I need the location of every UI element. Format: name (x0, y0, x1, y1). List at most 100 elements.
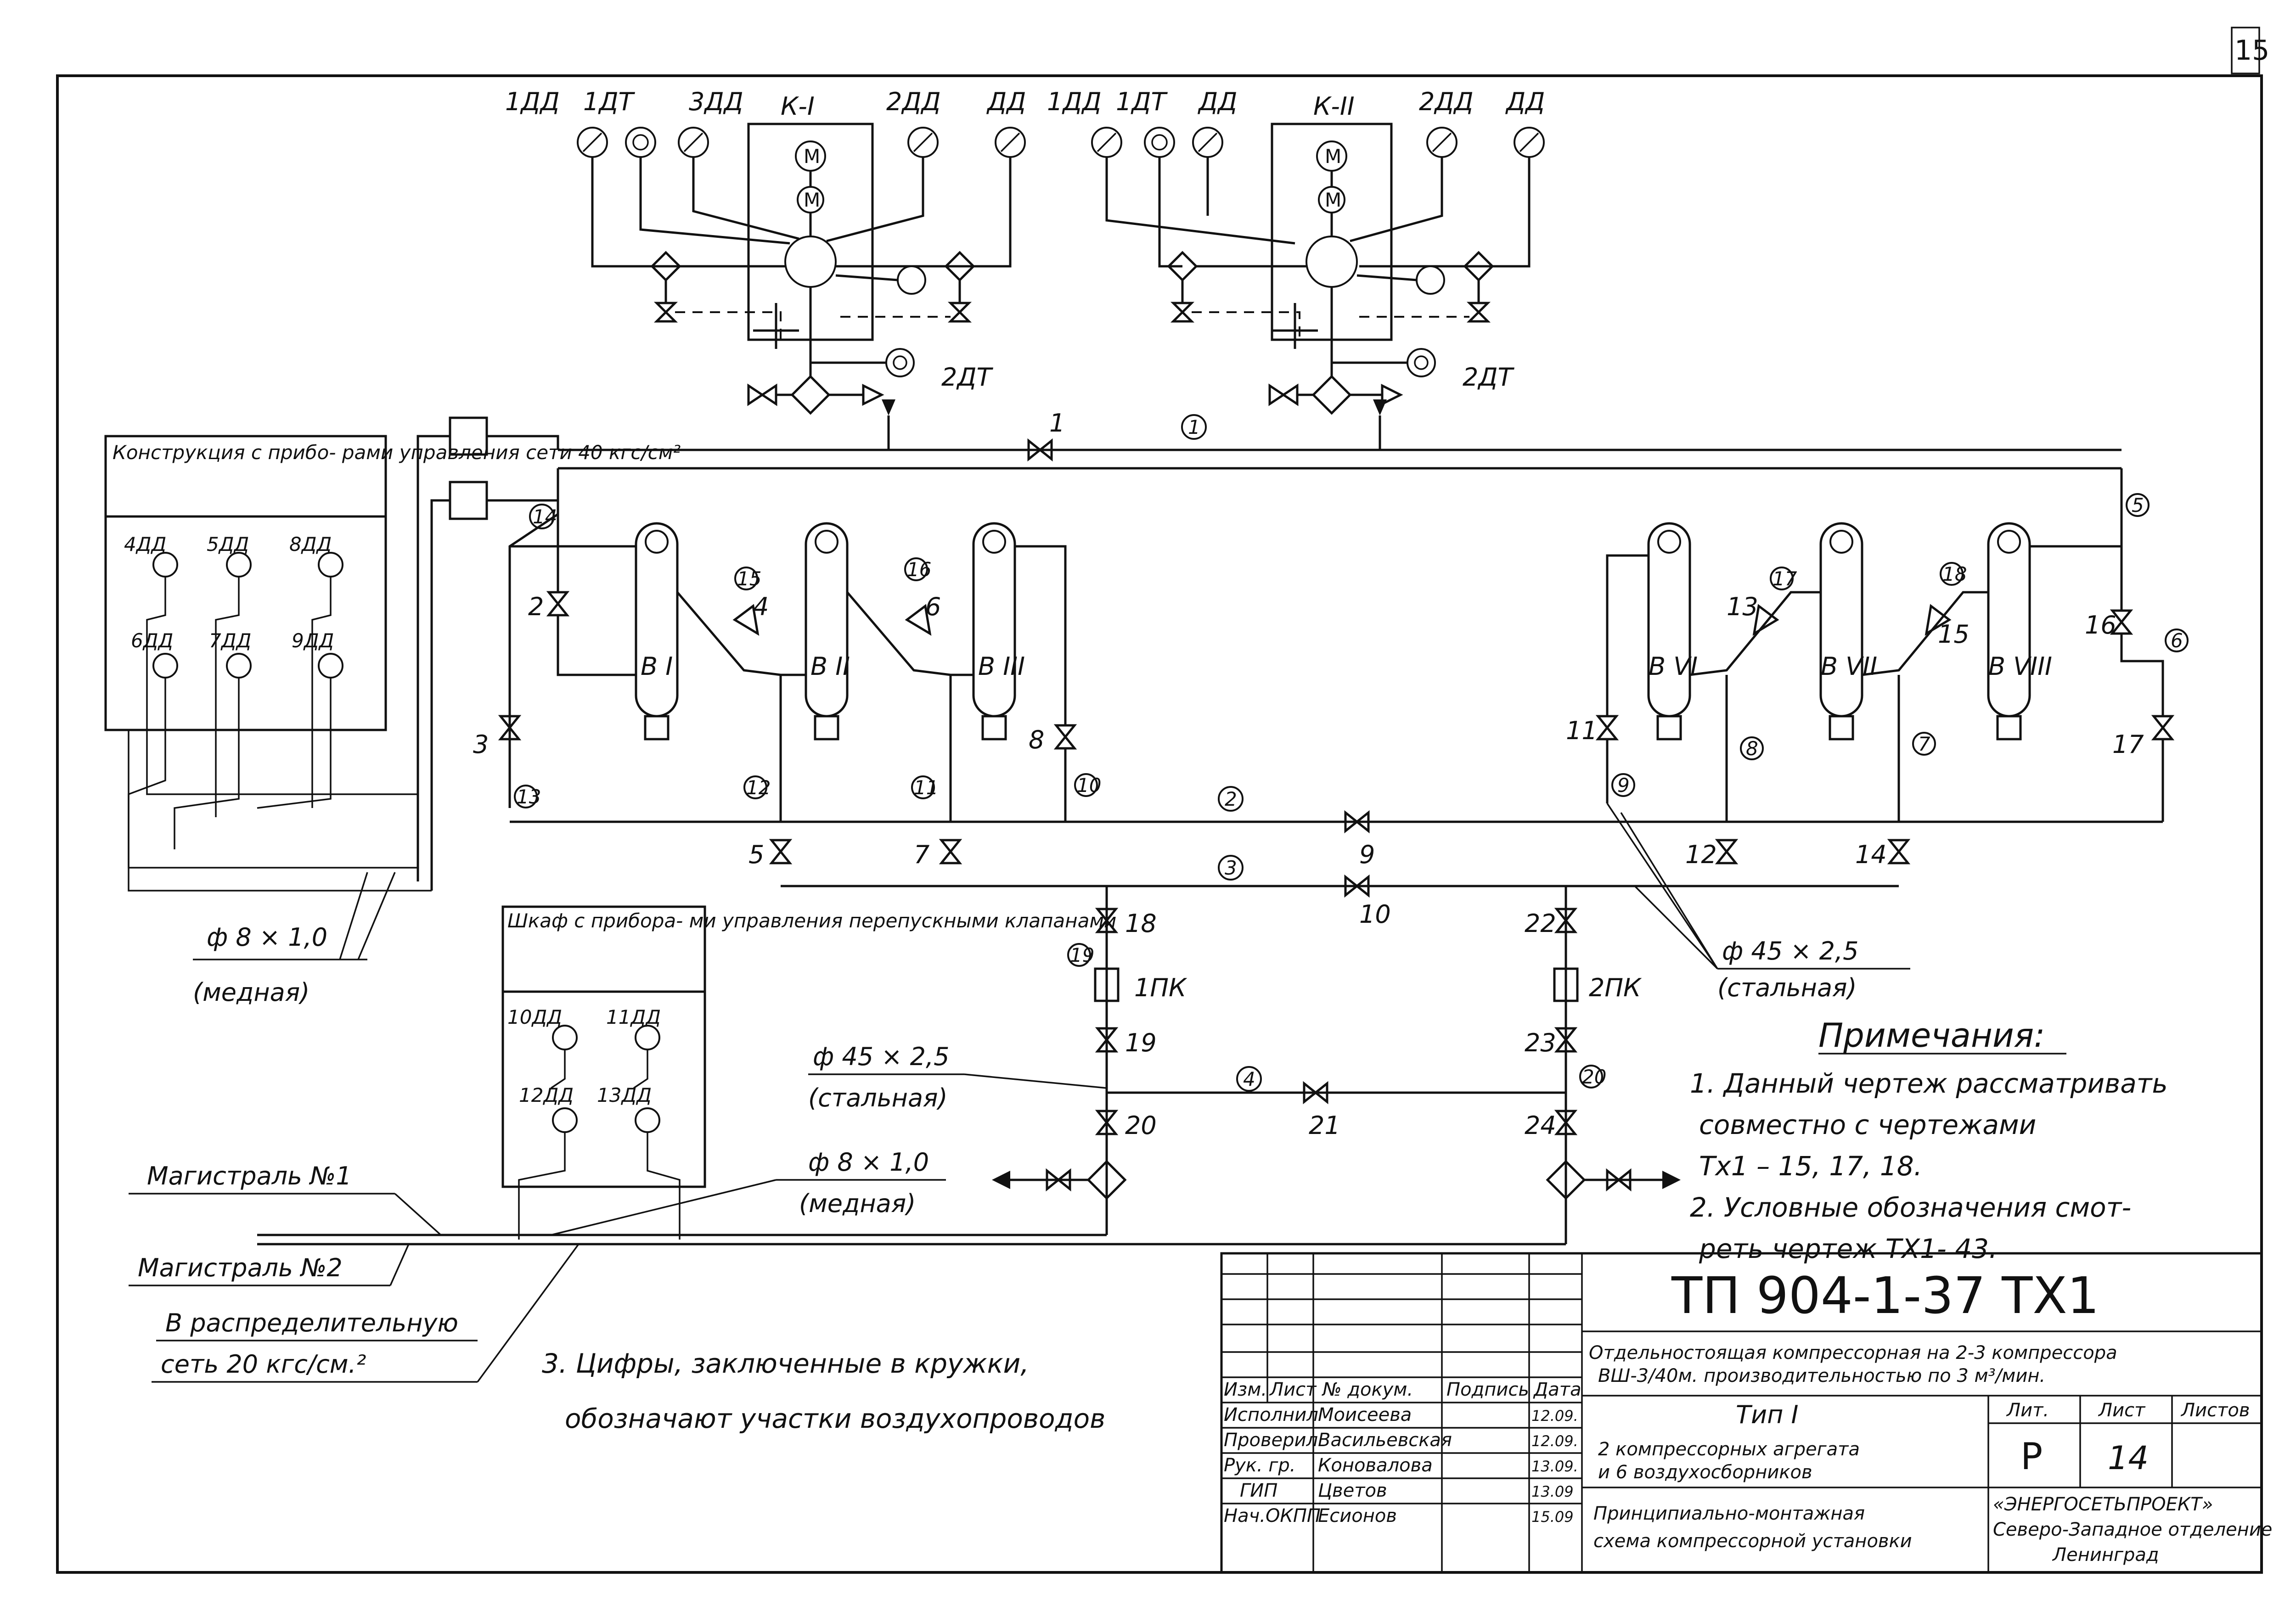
valve-5-label: 5 (748, 840, 764, 869)
section-18-mark (1940, 562, 1964, 586)
k2-gauge-label-1: 1ДД (1047, 87, 1102, 116)
note-1-line-1: 1. Данный чертеж рассматривать (1690, 1068, 2168, 1099)
valve-3-label: 3 (473, 730, 489, 759)
valve-8-label: 8 (1029, 725, 1044, 754)
k1-gauge-1dt (625, 127, 656, 158)
valve-14-label: 14 (1855, 840, 1887, 869)
k2-gauge-label-2: 1ДТ (1116, 87, 1168, 116)
k1-gauge-2dd (907, 127, 939, 158)
section-16-mark (904, 557, 928, 581)
section-19-mark (1067, 943, 1091, 967)
k1-gauge-1dd (577, 127, 608, 158)
k1-sensor-2dt-label: 2ДТ (941, 363, 994, 392)
k1-gauge-label-4: 2ДД (886, 87, 941, 116)
valve-10 (1344, 874, 1370, 898)
k2-gauge-1dt (1144, 127, 1175, 158)
section-12-mark (743, 775, 767, 799)
k2-gauge-dd1 (1192, 127, 1223, 158)
network-label-1: В распределительную (165, 1308, 458, 1337)
title-sub-2: и 6 воздухосборников (1598, 1462, 1812, 1483)
title-name-1: Принципиально-монтажная (1593, 1503, 1865, 1524)
valve-10-label: 10 (1359, 900, 1391, 929)
section-1-mark (1181, 414, 1207, 440)
cabinet-2 (501, 905, 706, 1188)
receiver-b2 (805, 522, 849, 741)
cabinet-2-gauge-1: 10ДД (507, 1006, 562, 1028)
section-11-label: 11 (914, 776, 938, 799)
note-2-line-2: реть чертеж ТХ1- 43. (1699, 1233, 1998, 1264)
k2-gauge-small (1416, 265, 1445, 295)
valve-18 (1095, 908, 1119, 933)
section-16-label: 16 (907, 558, 931, 581)
sheet-corner-box (2231, 27, 2260, 74)
section-10-mark (1074, 773, 1098, 797)
section-3-label: 3 (1225, 857, 1237, 879)
compressor-k1: К-I М М 1ДД 1ДТ 3ДД 2ДД ДД (505, 87, 1026, 415)
valve-15 (1925, 604, 1952, 636)
section-12-label: 12 (746, 776, 771, 799)
valve-7 (939, 839, 962, 864)
tb-header-izm: Изм. (1224, 1379, 1267, 1400)
valve-24 (1554, 1110, 1578, 1135)
bypass-valve-1pk-label: 1ПК (1134, 973, 1187, 1002)
main-2-label: Магистраль №2 (138, 1253, 343, 1282)
section-15-label: 15 (737, 567, 761, 590)
receiver-b8 (1987, 522, 2031, 741)
section-9-label: 9 (1617, 774, 1630, 797)
valve-16-label: 16 (2085, 611, 2116, 640)
cabinet-2-gauge-4: 13ДД (597, 1084, 652, 1106)
k2-filter-right (1463, 251, 1494, 282)
section-7-label: 7 (1918, 733, 1930, 755)
section-8-label: 8 (1746, 737, 1758, 760)
receiver-b2-label: В II (810, 652, 850, 681)
valve-22-label: 22 (1525, 909, 1556, 938)
section-17-label: 17 (1773, 567, 1797, 590)
title-lit-label: Лит. (2006, 1400, 2049, 1421)
valve-6-label: 6 (925, 592, 941, 621)
k2-title: К-II (1313, 92, 1355, 121)
k1-gauge-dd (995, 127, 1026, 158)
valve-22 (1554, 908, 1578, 933)
cabinet-1 (104, 435, 387, 731)
valve-4 (732, 604, 760, 636)
k2-compressor-body (1306, 236, 1358, 288)
title-org-2: Северо-Западное отделение (1993, 1519, 2272, 1540)
k1-sensor-2dt (885, 348, 915, 377)
valve-11-label: 11 (1566, 716, 1598, 745)
tb-header-doc: № докум. (1322, 1379, 1413, 1400)
valve-3 (498, 715, 522, 741)
receiver-b8-label: В VIII (1988, 652, 2052, 681)
tb-date-3: 13.09. (1531, 1458, 1578, 1475)
tb-name-2: Васильевская (1318, 1430, 1452, 1451)
tb-date-5: 15.09 (1531, 1508, 1574, 1526)
cabinet-1-title: Конструкция с прибо- рами управления сет… (113, 441, 681, 464)
k1-gauge-3dd (678, 127, 709, 158)
k2-gauge-label-3: ДД (1198, 87, 1237, 116)
note-2-line-1: 2. Условные обозначения смот- (1690, 1192, 2131, 1223)
signal-box-bottom (449, 481, 488, 520)
filter-left-outlet (1086, 1160, 1127, 1200)
title-type: Тип I (1736, 1400, 1798, 1429)
valve-7-label: 7 (914, 840, 929, 869)
k1-filter-left (650, 251, 681, 282)
valve-16 (2110, 609, 2133, 635)
k1-gauge-label-1: 1ДД (505, 87, 560, 116)
receiver-b1-label: В I (641, 652, 673, 681)
valve-6 (905, 604, 932, 636)
section-5-label: 5 (2132, 494, 2144, 516)
valve-1-label: 1 (1049, 409, 1065, 438)
valve-8 (1053, 724, 1077, 750)
valve-21 (1303, 1081, 1328, 1105)
k2-sensor-2dt-label: 2ДТ (1463, 363, 1515, 392)
note-3-line-1: 3. Цифры, заключенные в кружки, (542, 1348, 1029, 1379)
sheet-corner-number: 15 (2234, 34, 2269, 67)
outlet-arrow-right (1662, 1171, 1681, 1189)
cabinet-1-gauge-4: 6ДД (131, 629, 173, 652)
section-11-mark (911, 775, 935, 799)
section-20-mark (1579, 1065, 1603, 1089)
valve-1 (1027, 438, 1053, 462)
cabinet-1-gauge-2: 5ДД (207, 533, 249, 556)
section-15-mark (734, 567, 758, 590)
title-code: ТП 904-1-37 ТХ1 (1671, 1266, 2099, 1325)
